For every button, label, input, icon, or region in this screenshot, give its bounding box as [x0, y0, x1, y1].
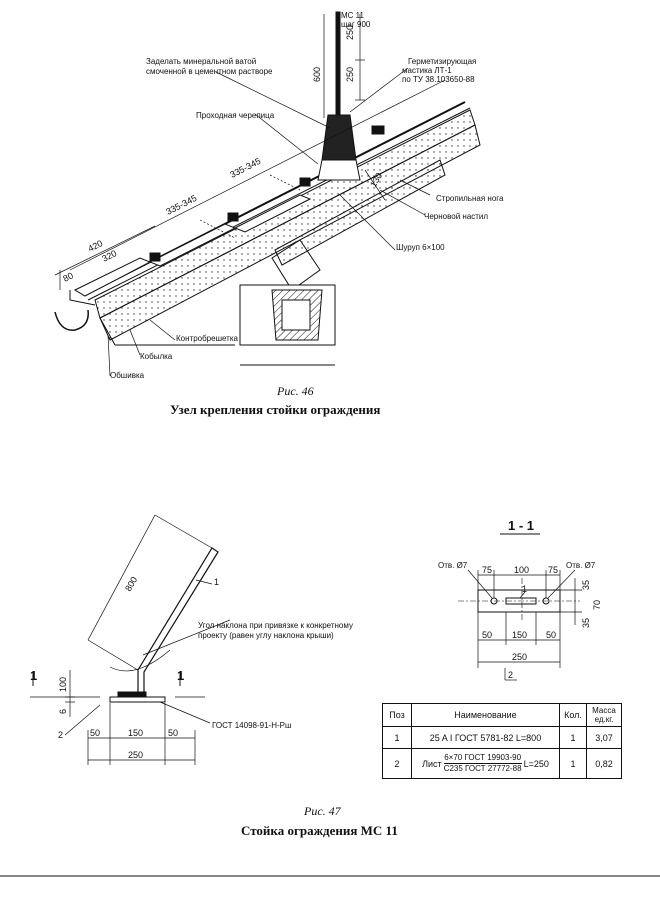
- fig47-elevation: [30, 514, 231, 765]
- rough-deck-label: Черновой настил: [424, 212, 488, 221]
- dim-150-label: 150: [128, 728, 143, 738]
- sec-dim-75a: 75: [482, 565, 492, 575]
- kobylka-label: Кобылка: [140, 352, 173, 361]
- pos1-label: 1: [214, 577, 219, 587]
- dim-100-label: 100: [58, 677, 68, 692]
- roof-section: [54, 11, 481, 377]
- header-name: Наименование: [411, 703, 560, 727]
- header-qty: Кол.: [559, 703, 587, 727]
- fig46-title: Узел крепления стойки ограждения: [170, 402, 380, 417]
- ms11-label: МС 11: [341, 11, 365, 20]
- screw-label: Шуруп 6×100: [396, 243, 445, 252]
- rafter-label: Стропильная нога: [436, 194, 504, 203]
- len-800-label: 800: [123, 575, 139, 593]
- germ-label-1: Герметизирующая: [408, 57, 476, 66]
- row1-qty: 1: [559, 726, 587, 749]
- row2-pos: 2: [382, 748, 412, 779]
- fig47-caption: Рис. 47: [303, 804, 342, 818]
- dim-50a-label: 50: [90, 728, 100, 738]
- sec-dim-150: 150: [512, 630, 527, 640]
- sec-pos2: 2: [508, 670, 513, 680]
- row2-name: Лист 6×70 ГОСТ 19903-90 С235 ГОСТ 27772-…: [411, 748, 560, 779]
- cut-mark-right: 1: [177, 668, 184, 683]
- hole-left-label: Отв. Ø7: [438, 561, 468, 570]
- fig47-section-labels: 1 - 1 Отв. Ø7 Отв. Ø7 75 100 75 1 35 70 …: [438, 518, 602, 680]
- header-pos: Поз: [382, 703, 412, 727]
- row1-mass: 3,07: [586, 726, 622, 749]
- seal-mineral-label-1: Заделать минеральной ватой: [146, 57, 256, 66]
- fig47-captions: Рис. 47 Стойка ограждения МС 11: [241, 804, 398, 838]
- table-row: 1 25 A I ГОСТ 5781-82 L=800 1 3,07: [382, 726, 622, 749]
- dim-50b-label: 50: [168, 728, 178, 738]
- dim-320: 320: [100, 248, 118, 264]
- spec-header-row: Поз Наименование Кол. Масса ед.кг.: [382, 703, 622, 727]
- fig46-caption: Рис. 46: [276, 384, 314, 398]
- dim-250a: 250: [345, 25, 355, 40]
- fig46-labels: МС 11 шаг 900 Заделать минеральной ватой…: [61, 11, 504, 417]
- row2-qty: 1: [559, 748, 587, 779]
- counter-batten-label: Контробрешетка: [176, 334, 239, 343]
- fig47-section: [458, 533, 582, 681]
- section-title: 1 - 1: [508, 518, 534, 533]
- germ-label-2: мастика ЛТ-1: [402, 66, 452, 75]
- gost-label: ГОСТ 14098-91-Н-Рш: [212, 721, 291, 730]
- sec-dim-35b: 35: [581, 618, 591, 628]
- row2-suffix: L=250: [523, 758, 549, 769]
- table-row: 2 Лист 6×70 ГОСТ 19903-90 С235 ГОСТ 2777…: [382, 748, 622, 779]
- sheathing-label: Обшивка: [110, 371, 145, 380]
- dim-6-label: 6: [58, 709, 68, 714]
- row2-name-bottom: С235 ГОСТ 27772-88: [443, 764, 522, 773]
- spec-table: Поз Наименование Кол. Масса ед.кг. 1 25 …: [382, 703, 622, 779]
- step-label: шаг 900: [341, 20, 371, 29]
- germ-label-3: по ТУ 38.103650-88: [402, 75, 475, 84]
- header-mass: Масса ед.кг.: [586, 703, 622, 727]
- dim-600: 600: [312, 67, 322, 82]
- fig46-drawing: МС 11 шаг 900 Заделать минеральной ватой…: [54, 11, 504, 417]
- row2-name-top: 6×70 ГОСТ 19903-90: [443, 753, 522, 764]
- dim-250-label: 250: [128, 750, 143, 760]
- sec-dim-50a: 50: [482, 630, 492, 640]
- angle-note-1: Угол наклона при привязке к конкретному: [198, 621, 353, 630]
- row1-name: 25 A I ГОСТ 5781-82 L=800: [411, 726, 560, 749]
- pos2-label: 2: [58, 730, 63, 740]
- fig47-title: Стойка ограждения МС 11: [241, 823, 398, 838]
- hole-right-label: Отв. Ø7: [566, 561, 596, 570]
- sec-dim-100: 100: [514, 565, 529, 575]
- row1-pos: 1: [382, 726, 412, 749]
- dim-250b: 250: [345, 67, 355, 82]
- dim-80: 80: [61, 270, 74, 283]
- sec-pos1: 1: [522, 584, 527, 594]
- pass-tile-label: Проходная черепица: [196, 111, 275, 120]
- sec-dim-50b: 50: [546, 630, 556, 640]
- sec-dim-75b: 75: [548, 565, 558, 575]
- row2-mass: 0,82: [586, 748, 622, 779]
- seal-mineral-label-2: смоченной в цементном растворе: [146, 67, 273, 76]
- sec-dim-70: 70: [592, 600, 602, 610]
- dim-420: 420: [86, 238, 104, 254]
- sec-dim-35a: 35: [581, 580, 591, 590]
- fig47-elevation-labels: 800 1 Угол наклона при привязке к конкре…: [30, 575, 353, 760]
- dim-335b: 335-345: [228, 156, 262, 180]
- tile-clips: [149, 125, 385, 262]
- angle-note-2: проекту (равен углу наклона крыши): [198, 631, 334, 640]
- sec-dim-250: 250: [512, 652, 527, 662]
- cut-mark-left: 1: [30, 668, 37, 683]
- row2-prefix: Лист: [422, 758, 442, 769]
